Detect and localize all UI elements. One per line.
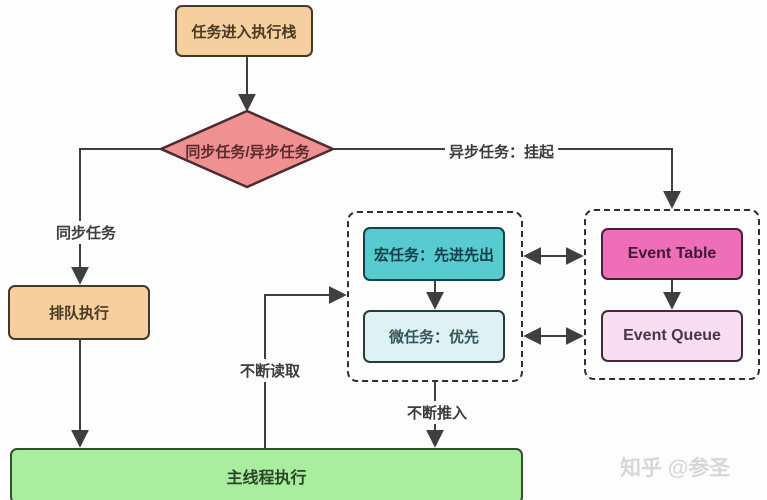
event-queue-label: Event Queue [623, 327, 721, 344]
task-queue-group [347, 211, 523, 382]
sync-branch-label: 同步任务 [52, 221, 121, 244]
event-table-label: Event Table [627, 245, 717, 262]
read-loop-label: 不断读取 [236, 359, 305, 382]
decision-diamond-label: 同步任务/异步任务 [185, 144, 310, 161]
connector-mainthread-read-to-taskgroup [264, 286, 347, 448]
main-thread-box: 主线程执行 [10, 448, 523, 500]
task-enter-stack-box: 任务进入执行栈 [175, 5, 313, 57]
macro-task-box: 宏任务：先进先出 [363, 227, 505, 281]
push-loop-label: 不断推入 [403, 401, 472, 424]
connector-decision-to-queue [71, 148, 165, 285]
macro-task-label: 宏任务：先进先出 [373, 246, 494, 264]
event-queue-box: Event Queue [601, 310, 743, 362]
queue-execution-label: 排队执行 [48, 305, 109, 322]
queue-execution-box: 排队执行 [8, 285, 150, 340]
main-thread-label: 主线程执行 [226, 470, 307, 487]
micro-task-label: 微任务：优先 [388, 329, 479, 346]
connector-decision-to-eventtable-group [331, 148, 681, 209]
decision-diamond [159, 109, 335, 189]
task-enter-stack-label: 任务进入执行栈 [191, 23, 297, 41]
event-table-box: Event Table [601, 228, 743, 280]
watermark: 知乎 @参圣 [620, 457, 731, 480]
event-group [584, 209, 760, 380]
micro-task-box: 微任务：优先 [363, 310, 505, 363]
async-branch-label: 异步任务：挂起 [445, 140, 559, 163]
